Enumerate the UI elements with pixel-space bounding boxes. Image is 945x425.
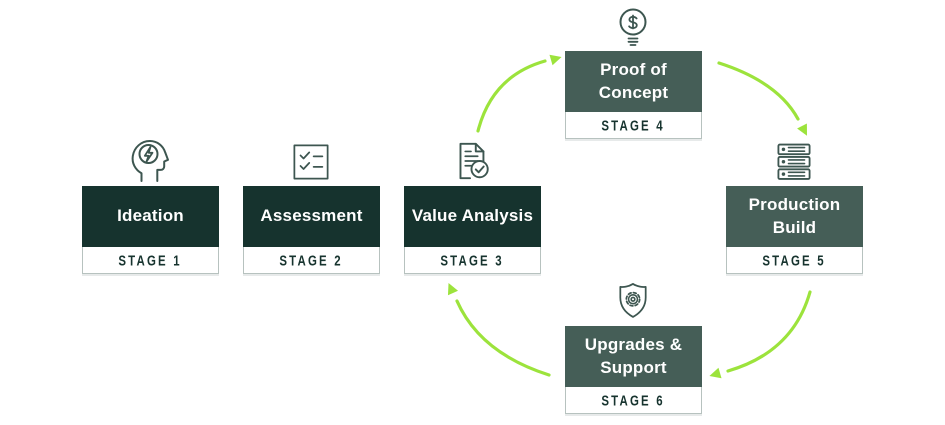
arrowhead-stage4-to-stage5 bbox=[797, 123, 807, 136]
stage-title-2: Assessment bbox=[243, 186, 380, 247]
arrowhead-stage6-to-stage3 bbox=[447, 282, 459, 296]
shield-gear-icon bbox=[612, 280, 654, 322]
stage-card-5: Production Build STAGE 5 bbox=[726, 186, 863, 274]
stage-title-4: Proof of Concept bbox=[565, 51, 702, 112]
stage-card-6: Upgrades & Support STAGE 6 bbox=[565, 326, 702, 414]
stage-title-1: Ideation bbox=[82, 186, 219, 247]
arrow-stage5-to-stage6 bbox=[726, 290, 812, 373]
stage-card-1: Ideation STAGE 1 bbox=[82, 186, 219, 274]
arrowhead-stage5-to-stage6 bbox=[709, 367, 722, 379]
arrowhead-stage3-to-stage4 bbox=[549, 54, 562, 66]
stage-number-1: STAGE 1 bbox=[82, 247, 219, 274]
stage-number-6: STAGE 6 bbox=[565, 387, 702, 414]
stage-card-4: Proof of Concept STAGE 4 bbox=[565, 51, 702, 139]
server-stack-icon bbox=[772, 140, 816, 184]
arrow-stage6-to-stage3 bbox=[455, 299, 551, 377]
stage-number-4: STAGE 4 bbox=[565, 112, 702, 139]
arrow-stage4-to-stage5 bbox=[717, 61, 800, 121]
stage-number-2: STAGE 2 bbox=[243, 247, 380, 274]
idea-head-icon bbox=[126, 135, 174, 183]
stage-number-5: STAGE 5 bbox=[726, 247, 863, 274]
document-check-icon bbox=[448, 139, 494, 183]
stage-number-3: STAGE 3 bbox=[404, 247, 541, 274]
stage-card-3: Value Analysis STAGE 3 bbox=[404, 186, 541, 274]
stage-title-6: Upgrades & Support bbox=[565, 326, 702, 387]
bulb-dollar-icon bbox=[615, 6, 651, 52]
stage-card-2: Assessment STAGE 2 bbox=[243, 186, 380, 274]
arrow-stage3-to-stage4 bbox=[476, 59, 547, 133]
stage-title-5: Production Build bbox=[726, 186, 863, 247]
stage-title-3: Value Analysis bbox=[404, 186, 541, 247]
checklist-icon bbox=[290, 141, 332, 183]
